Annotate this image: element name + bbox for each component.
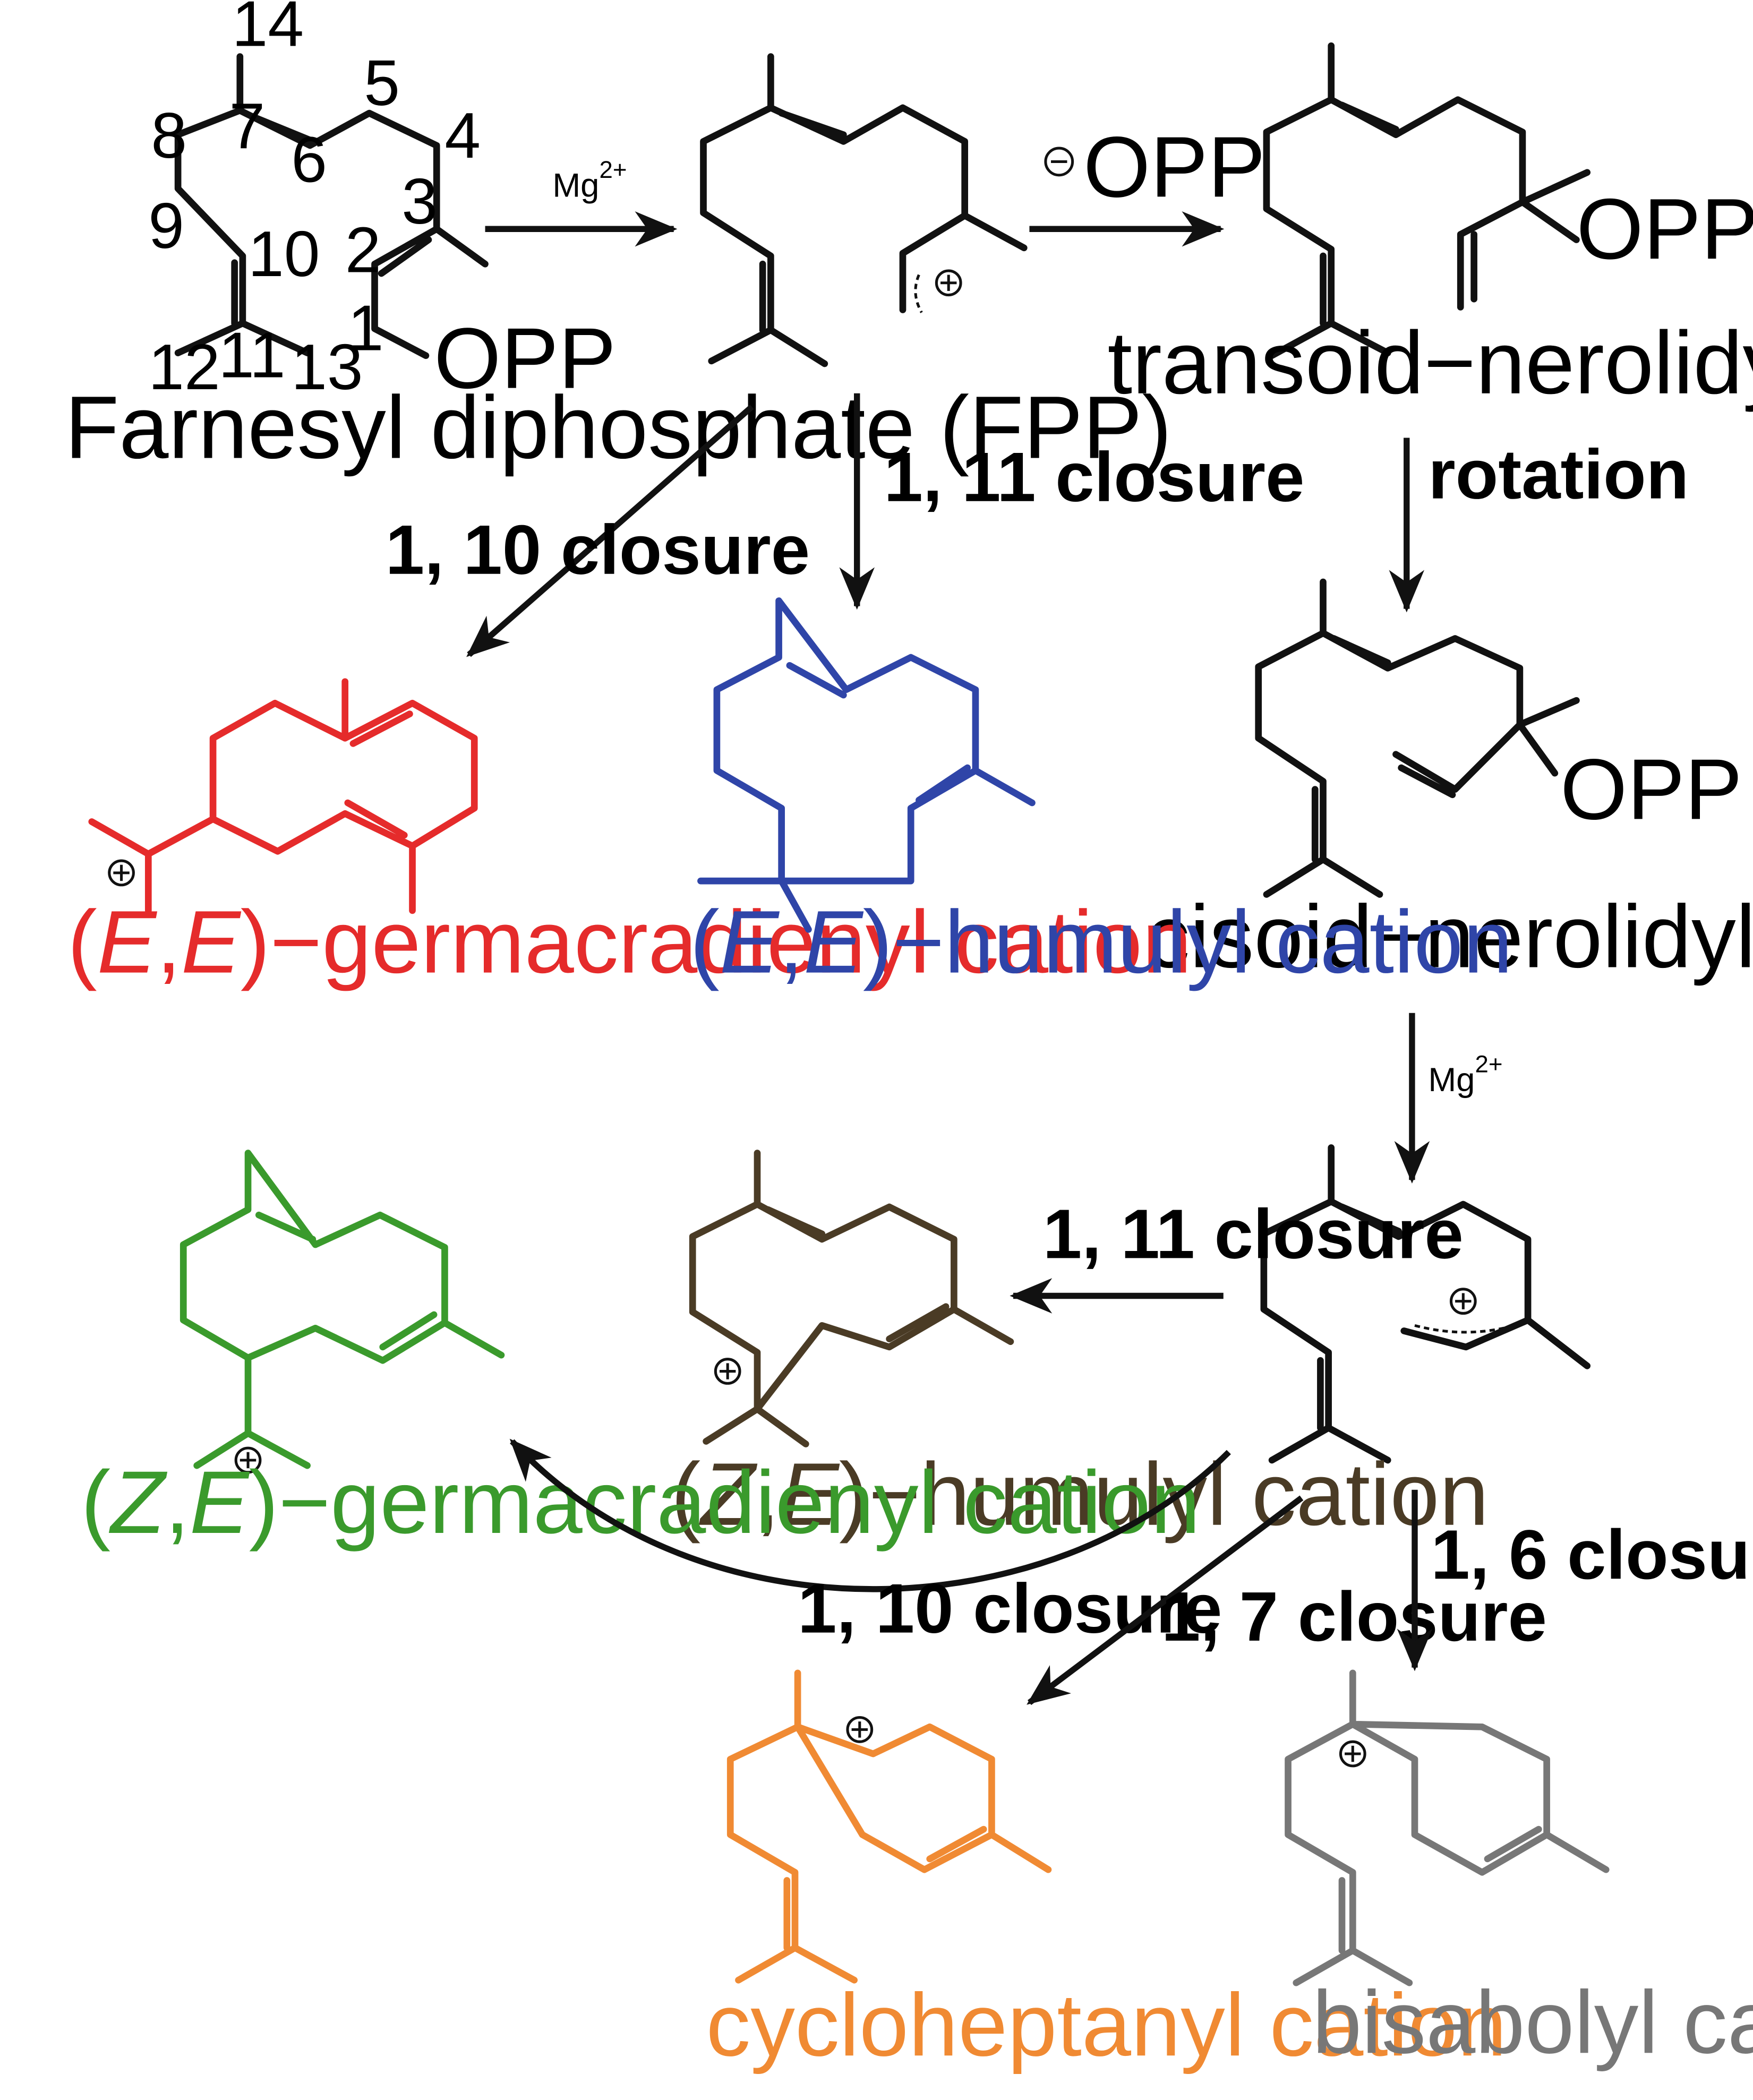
- atom-number-7: 7: [229, 90, 266, 162]
- atom-number-11: 11: [218, 319, 285, 391]
- atom-number-13: 13: [291, 331, 363, 403]
- atom-number-4: 4: [444, 99, 481, 172]
- atom-number-3: 3: [401, 165, 438, 237]
- cycloheptanyl-structure: [726, 1669, 1052, 1984]
- rotation-step-label: rotation: [1428, 435, 1689, 513]
- bisabolyl-label: bisabolyl cation: [1312, 1973, 1753, 2072]
- atom-number-2: 2: [345, 213, 381, 286]
- ze-germacradienyl-structure: [179, 1150, 505, 1472]
- reaction-arrow-1-10-b: [509, 1438, 1231, 1592]
- ee-humulyl-label: (E,E)−humulyl cation: [690, 893, 1512, 992]
- fpp-opp-group: OPP: [434, 311, 616, 407]
- transoid-npp-opp-group: OPP: [1576, 181, 1753, 277]
- closure-1-7-label: 1, 7 closure: [1161, 1578, 1547, 1656]
- atom-number-14: 14: [232, 0, 304, 59]
- transoid-npp-structure: [1263, 42, 1591, 359]
- atom-number-6: 6: [291, 123, 327, 195]
- atom-number-5: 5: [364, 47, 400, 119]
- ee-germacradienyl-structure: [88, 678, 478, 914]
- atom-number-12: 12: [148, 331, 220, 403]
- atom-number-9: 9: [148, 190, 184, 262]
- bisabolyl-structure: [1285, 1669, 1610, 1986]
- reaction-arrow-1-7: [1027, 1495, 1304, 1705]
- cycloheptanyl-label: cycloheptanyl cation: [706, 1975, 1507, 2075]
- cisoid-npp-label: cisoid−nerolidyl diphosphate (NPP): [1145, 887, 1753, 986]
- ze-humulyl-label: (Z,E)−humulyl cation: [671, 1445, 1489, 1544]
- anion-icon: [1044, 147, 1074, 177]
- mg-step-label: Mg2+: [552, 156, 627, 204]
- reaction-arrow-1-10-a: [466, 404, 754, 657]
- fpp-structure: [174, 53, 489, 359]
- fpp-label: Farnesyl diphosphate (FPP): [65, 378, 1171, 477]
- closure-1-11-b-label: 1, 11 closure: [1043, 1195, 1464, 1273]
- allyl-cation-structure: [700, 53, 1028, 367]
- closure-1-11-a-label: 1, 11 closure: [884, 438, 1304, 516]
- ee-humulyl-structure: [697, 597, 1036, 933]
- atom-number-1: 1: [348, 292, 384, 364]
- closure-1-10-a-label: 1, 10 closure: [386, 511, 810, 589]
- closure-1-6-label: 1, 6 closure: [1431, 1515, 1753, 1593]
- cisoid-cation-structure: [1260, 1144, 1591, 1464]
- opp-step-label: OPP: [1083, 119, 1265, 215]
- fpp-atom-numbers: 14 5 8 7 4 6 3 9 10 2 1 11 12 13: [148, 0, 481, 403]
- cisoid-npp-opp-group: OPP: [1560, 741, 1742, 837]
- atom-number-8: 8: [151, 99, 187, 172]
- ze-germacradienyl-label: (Z,E)−germacradienyl cation: [81, 1453, 1200, 1552]
- ee-germacradienyl-label: (E,E)−germacradienyl cation: [67, 893, 1192, 992]
- atom-number-10: 10: [248, 218, 320, 290]
- ze-humulyl-structure: [689, 1150, 1014, 1447]
- cisoid-npp-structure: [1255, 578, 1580, 898]
- mg-2-step-label: Mg2+: [1428, 1050, 1502, 1099]
- transoid-npp-label: transoid−nerolidyl diphosphate (NPP): [1108, 313, 1753, 413]
